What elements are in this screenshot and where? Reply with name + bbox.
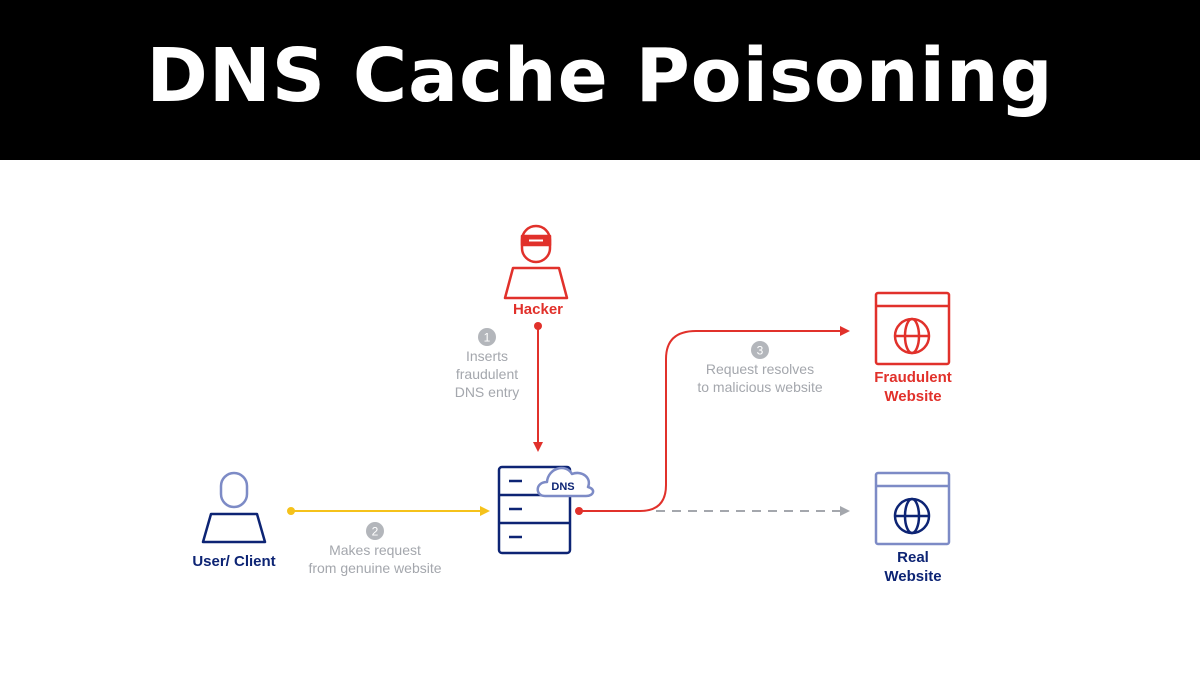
fraudulent-website-label: Fraudulent Website [853, 368, 973, 406]
step-badge-2: 2 [366, 522, 384, 540]
page-title: DNS Cache Poisoning [146, 33, 1054, 119]
fraudulent-website-icon [874, 291, 951, 366]
user-label: User/ Client [192, 553, 276, 570]
hacker-icon [503, 224, 569, 300]
dns-label: DNS [551, 481, 574, 493]
globe-icon [893, 497, 931, 535]
globe-icon [893, 317, 931, 355]
step-1-line1: Inserts [465, 348, 508, 364]
step-3-number: 3 [757, 344, 764, 358]
step-badge-3: 3 [751, 341, 769, 359]
header-bar: DNS Cache Poisoning [0, 0, 1200, 160]
dns-server-icon [497, 465, 595, 555]
step-3-line1: Request resolves [705, 361, 815, 377]
fraudulent-label-line1: Fraudulent [874, 369, 952, 386]
step-1-line2: fraudulent [455, 366, 519, 382]
step-1-number: 1 [484, 331, 491, 345]
step-2-line1: Makes request [329, 542, 421, 558]
fraudulent-label-line2: Website [884, 388, 942, 405]
real-label-line1: Real [897, 549, 929, 566]
step-1-caption: Inserts fraudulent DNS entry [427, 347, 547, 401]
step-2-caption: Makes request from genuine website [285, 541, 465, 577]
step-3-line2: to malicious website [697, 379, 823, 395]
arrow-user-to-dns [287, 506, 490, 516]
real-website-icon [874, 471, 951, 546]
user-icon [201, 471, 267, 544]
step-1-line3: DNS entry [454, 384, 520, 400]
step-2-line2: from genuine website [308, 560, 442, 576]
real-website-label: Real Website [853, 548, 973, 586]
hacker-label: Hacker [512, 301, 564, 318]
real-label-line2: Website [884, 568, 942, 585]
arrow-hacker-to-dns [533, 322, 543, 452]
step-2-number: 2 [372, 525, 379, 539]
step-badge-1: 1 [478, 328, 496, 346]
step-3-caption: Request resolves to malicious website [670, 360, 850, 396]
arrow-dns-to-fraudulent [575, 326, 850, 515]
